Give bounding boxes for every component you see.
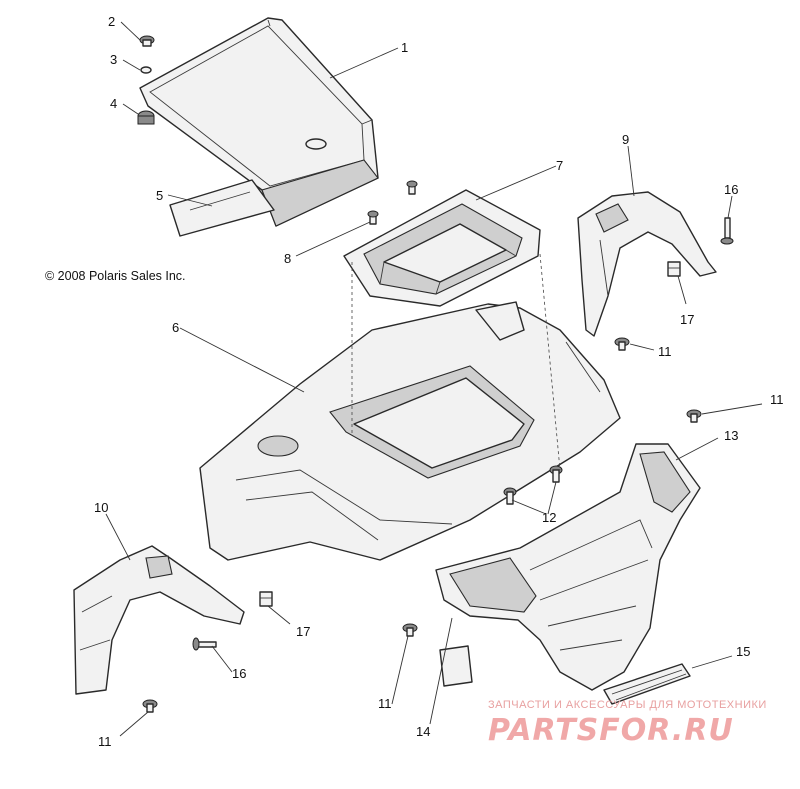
callout-5: 5 — [156, 188, 163, 203]
leader-lines — [105, 21, 763, 737]
watermark-tagline: ЗАПЧАСТИ И АКСЕССУАРЫ ДЛЯ МОТОТЕХНИКИ — [488, 699, 767, 711]
part-14-decal — [439, 645, 473, 687]
part-8-bolt — [367, 180, 418, 225]
callout-7: 7 — [556, 158, 563, 173]
part-1-storage-lid — [139, 17, 379, 227]
callout-8: 8 — [284, 251, 291, 266]
callout-12: 12 — [542, 510, 556, 525]
assembly-line-tub-right — [539, 253, 561, 471]
part-17-clip-right — [667, 261, 681, 277]
callout-16-b: 16 — [232, 666, 246, 681]
callout-11-a: 11 — [658, 344, 672, 359]
callout-10: 10 — [94, 500, 108, 515]
part-5-decal — [169, 179, 275, 237]
callout-15: 15 — [736, 644, 750, 659]
watermark-site: PARTSFOR.RU — [488, 713, 734, 748]
callout-1: 1 — [401, 40, 408, 55]
callout-3: 3 — [110, 52, 117, 67]
callout-16-a: 16 — [724, 182, 738, 197]
part-9-right-fender — [577, 191, 717, 337]
part-16-bolt-right — [720, 217, 734, 245]
callout-13: 13 — [724, 428, 738, 443]
copyright-text: © 2008 Polaris Sales Inc. — [45, 269, 186, 283]
callout-11-d: 11 — [98, 734, 112, 749]
part-13-front-bumper — [435, 443, 701, 691]
callout-11-c: 11 — [378, 696, 392, 711]
callout-17-a: 17 — [680, 312, 694, 327]
part-16-bolt-left — [192, 637, 217, 651]
callout-17-b: 17 — [296, 624, 310, 639]
callout-9: 9 — [622, 132, 629, 147]
callout-2: 2 — [108, 14, 115, 29]
part-7-storage-tub — [343, 189, 541, 307]
part-4-grommet — [137, 110, 155, 125]
part-15-lower-grille — [603, 663, 691, 705]
callout-6: 6 — [172, 320, 179, 335]
part-10-left-fender — [73, 545, 245, 695]
part-2-knob — [139, 35, 155, 47]
part-11-push-rivet-front — [402, 623, 418, 637]
part-11-push-rivet-right-mid — [686, 409, 702, 423]
part-3-washer — [140, 66, 152, 74]
part-11-push-rivet-left — [142, 699, 158, 713]
part-11-push-rivet-right-upper — [614, 337, 630, 351]
part-12-screw — [503, 465, 563, 505]
callout-4: 4 — [110, 96, 117, 111]
callout-14: 14 — [416, 724, 430, 739]
part-6-rear-body — [199, 301, 621, 561]
callout-11-b: 11 — [770, 392, 784, 407]
part-17-clip-left — [259, 591, 273, 607]
